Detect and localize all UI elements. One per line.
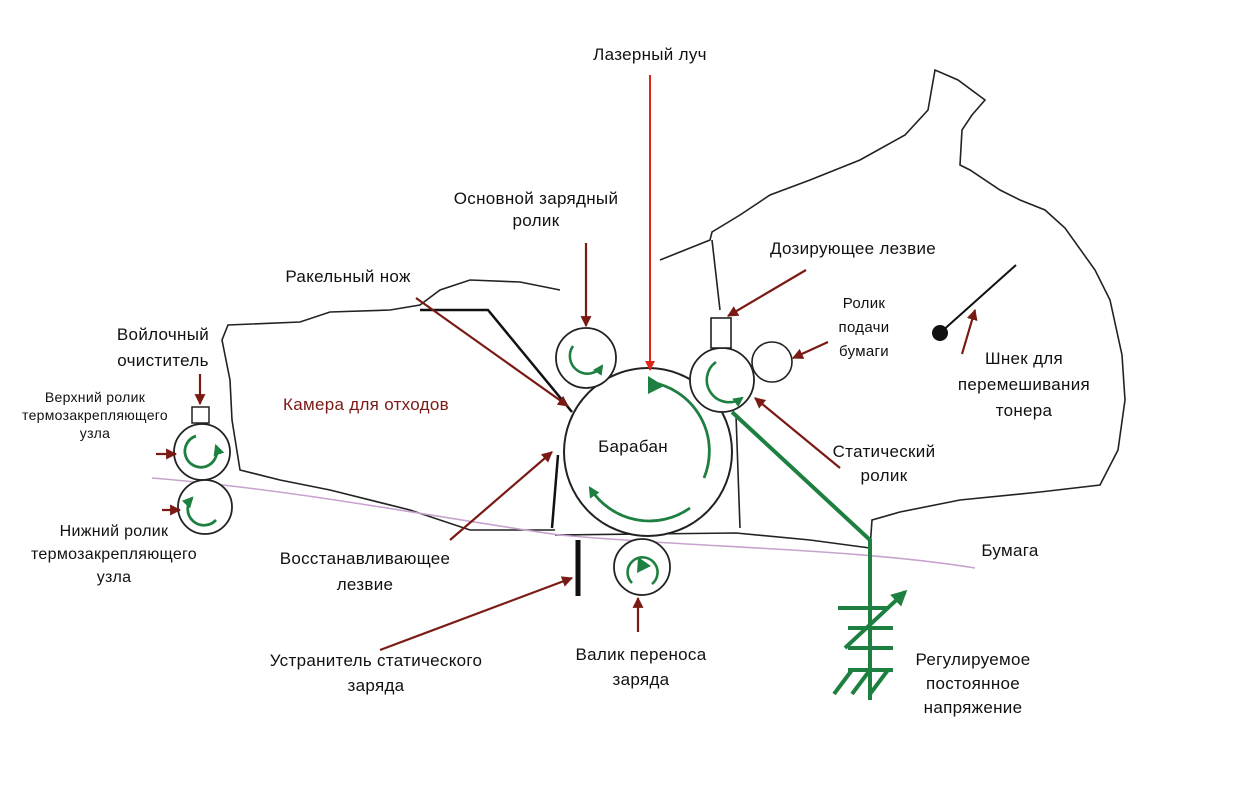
housing-divider bbox=[711, 239, 721, 311]
transfer-rotation bbox=[626, 556, 659, 586]
label-static-eliminator: Устранитель статического заряда bbox=[269, 651, 483, 695]
cartridge-housing bbox=[554, 68, 1126, 549]
felt-cleaner-pad bbox=[191, 406, 210, 424]
lower-fuser-rotation bbox=[181, 496, 218, 527]
variable-arrow bbox=[843, 589, 908, 650]
label-drum: Барабан bbox=[598, 437, 668, 456]
drum-rotation-top bbox=[649, 380, 711, 479]
housing-wall bbox=[735, 414, 741, 529]
paper-path bbox=[151, 477, 976, 569]
ground-tick-2 bbox=[850, 668, 872, 696]
arrow-feed-roller bbox=[791, 340, 829, 360]
label-static-roller: Статический ролик bbox=[832, 442, 936, 485]
drum-rotation-bottom bbox=[588, 486, 691, 523]
label-bias-voltage: Регулируемое постоянное напряжение bbox=[915, 650, 1031, 717]
transfer-arrow bbox=[637, 557, 651, 573]
arrow-static-eliminator bbox=[379, 576, 574, 652]
doctor-blade bbox=[420, 308, 573, 413]
label-felt-cleaner: Войлочный очиститель bbox=[116, 325, 210, 370]
label-waste-chamber: Камера для отходов bbox=[283, 395, 449, 414]
metering-blade-holder bbox=[710, 317, 732, 349]
arrow-auger bbox=[960, 308, 978, 355]
label-recovery-blade: Восстанавливающее лезвие bbox=[279, 549, 451, 594]
arrow-metering-blade bbox=[727, 269, 807, 317]
charge-roller bbox=[555, 327, 617, 389]
recovery-blade-line bbox=[550, 454, 560, 529]
ground-tick-3 bbox=[868, 668, 890, 696]
charge-roller-rotation bbox=[568, 345, 604, 376]
upper-fuser-rotation bbox=[183, 434, 225, 469]
label-charge-roller: Основной зарядный ролик bbox=[453, 189, 619, 230]
label-auger: Шнек для перемешивания тонера bbox=[957, 349, 1091, 420]
cartridge-housing-left bbox=[221, 279, 561, 531]
label-metering-blade: Дозирующее лезвие bbox=[769, 239, 937, 258]
arrow-doctor-blade bbox=[415, 297, 569, 407]
developer-rotation bbox=[705, 360, 744, 408]
auger-blade bbox=[939, 264, 1017, 334]
ground-tick-1 bbox=[832, 668, 854, 696]
label-transfer-roller: Валик переноса заряда bbox=[575, 645, 707, 689]
label-doctor-blade: Ракельный нож bbox=[285, 267, 411, 286]
arrow-recovery-blade bbox=[449, 451, 553, 541]
arrow-static-roller bbox=[754, 397, 841, 469]
drum-arrow-top bbox=[648, 376, 664, 394]
paper-feed-roller bbox=[751, 341, 793, 383]
label-upper-fuser: Верхний ролик термозакрепляющего узла bbox=[22, 389, 168, 441]
label-lower-fuser: Нижний ролик термозакрепляющего узла bbox=[30, 523, 198, 586]
label-paper: Бумага bbox=[981, 541, 1039, 560]
label-feed-roller: Ролик подачи бумаги bbox=[838, 295, 890, 360]
label-laser-beam: Лазерный луч bbox=[593, 45, 707, 64]
